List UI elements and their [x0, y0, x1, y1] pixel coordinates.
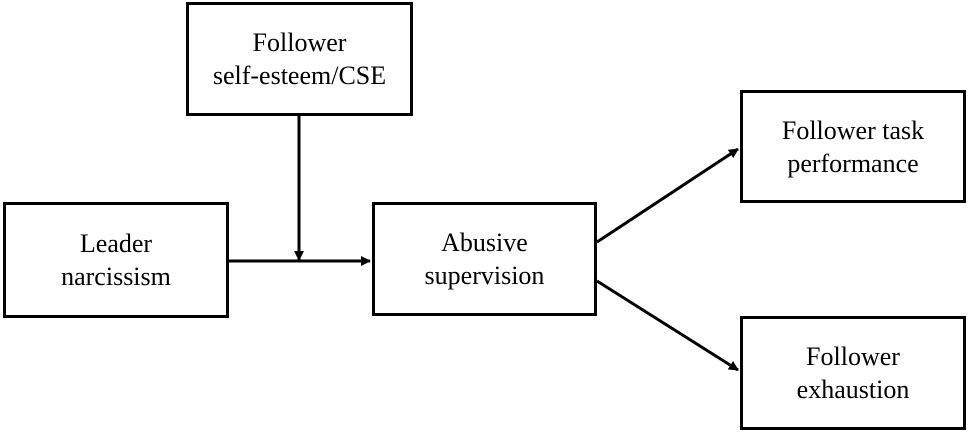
- node-leader-narcissism: Leader narcissism: [3, 202, 229, 318]
- node-label-line1: Follower task: [781, 115, 925, 145]
- node-label-line1: Leader: [79, 229, 153, 258]
- edge-abusive-to-task: [596, 147, 739, 244]
- node-abusive-supervision: Abusive supervision: [372, 202, 597, 316]
- node-label-line1: Abusive: [441, 228, 528, 257]
- node-follower-self-esteem: Follower self-esteem/CSE: [186, 2, 413, 116]
- node-follower-task-performance: Follower task performance: [740, 90, 966, 203]
- node-label-line2: supervision: [424, 261, 545, 290]
- node-label-line1: Follower: [806, 342, 900, 371]
- node-label-line2: exhaustion: [796, 375, 910, 404]
- node-label-line2: narcissism: [61, 262, 171, 291]
- node-label-line1: Follower: [252, 28, 347, 57]
- node-follower-exhaustion: Follower exhaustion: [740, 316, 966, 430]
- edge-abusive-to-exhaustion: [596, 279, 739, 372]
- node-label-line2: performance: [787, 148, 919, 178]
- node-label-line2: self-esteem/CSE: [212, 61, 387, 90]
